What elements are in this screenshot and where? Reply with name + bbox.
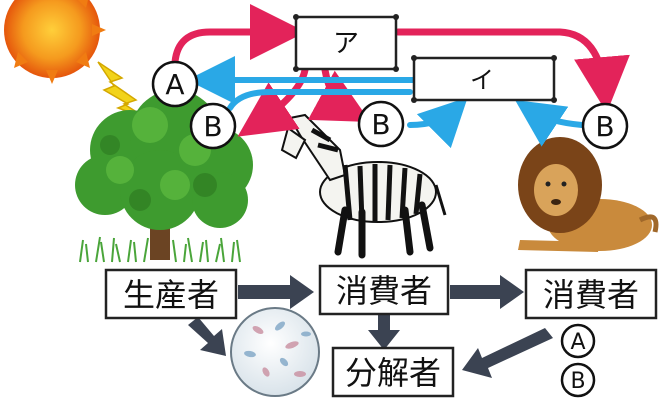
- red-arrow-box-a-to-tree-b: [237, 66, 309, 137]
- zebra-illustration: [280, 113, 447, 259]
- consumer-secondary-box: 消費者: [524, 268, 658, 320]
- consumer-primary-label: 消費者: [336, 272, 432, 310]
- dark-arrow-consumer-to-decomposer: [368, 315, 400, 350]
- red-arrow-a-to-box-a: [171, 4, 306, 66]
- box-a: ア: [293, 14, 399, 72]
- decomposer-box: 分解者: [331, 346, 455, 398]
- svg-text:B: B: [595, 110, 614, 143]
- box-i-label: イ: [470, 66, 494, 94]
- blue-arrow-b-to-box-i: [227, 89, 413, 111]
- svg-text:B: B: [203, 110, 222, 143]
- marker-lion-b: B: [581, 102, 629, 150]
- dark-arrow-lion-to-decomposer: [462, 328, 553, 378]
- blue-arrow-zebra-b-to-box-i: [407, 97, 468, 149]
- box-a-label: ア: [333, 29, 359, 59]
- dark-arrow-producer-to-consumer: [238, 275, 314, 309]
- sun-icon: [4, 0, 106, 84]
- consumer-primary-box: 消費者: [318, 264, 450, 316]
- svg-text:B: B: [570, 369, 585, 394]
- legend-marker-b: B: [560, 362, 596, 398]
- dark-arrow-consumer-to-consumer: [450, 275, 524, 309]
- producer-label: 生産者: [123, 276, 219, 314]
- lion-illustration: [518, 137, 659, 252]
- marker-zebra-b: B: [357, 100, 405, 148]
- microbe-dish-illustration: [230, 307, 320, 397]
- svg-text:B: B: [371, 108, 390, 141]
- box-i: イ: [411, 55, 557, 103]
- red-arrow-box-a-to-zebra-b: [307, 66, 371, 123]
- marker-top-left-a: A: [151, 60, 199, 108]
- marker-top-left-b: B: [189, 102, 237, 150]
- legend-marker-a: A: [560, 323, 596, 359]
- svg-text:A: A: [570, 330, 585, 355]
- blue-arrow-lion-b-to-box-i: [515, 100, 585, 147]
- consumer-secondary-label: 消費者: [543, 276, 639, 314]
- decomposer-label: 分解者: [345, 354, 441, 392]
- dark-arrow-producer-to-decomposer: [188, 317, 226, 356]
- producer-box: 生産者: [104, 268, 238, 320]
- svg-text:A: A: [165, 68, 184, 101]
- red-arrow-box-a-to-lion: [394, 28, 630, 113]
